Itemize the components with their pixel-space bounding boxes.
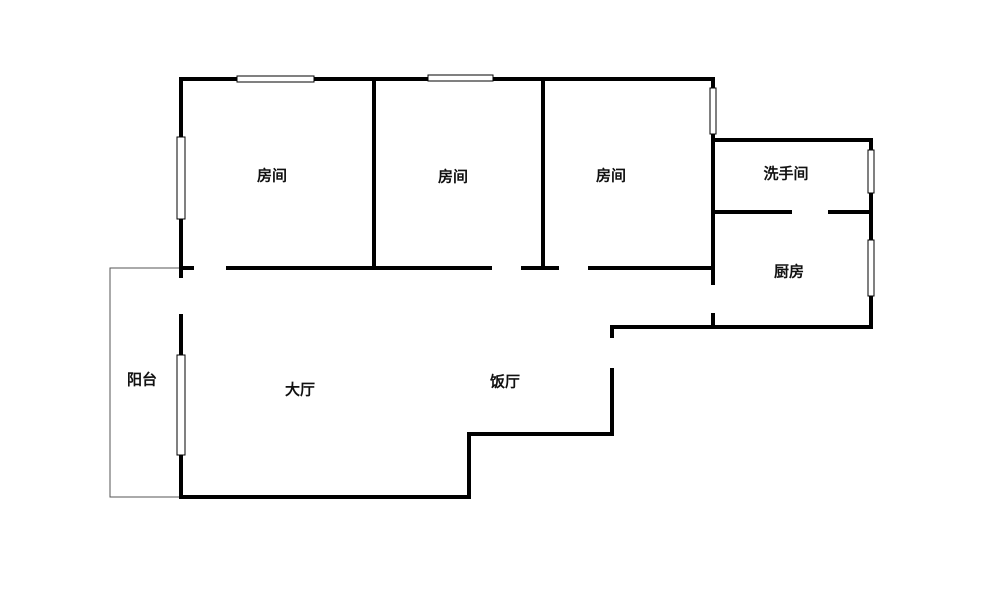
window-icon bbox=[176, 354, 186, 456]
room-label-bedroom-3: 房间 bbox=[595, 166, 627, 185]
windows bbox=[176, 74, 875, 456]
balcony-outline bbox=[109, 267, 181, 498]
window-icon bbox=[867, 149, 875, 194]
room-label-kitchen: 厨房 bbox=[773, 262, 805, 281]
room-label-bedroom-2: 房间 bbox=[437, 167, 469, 186]
room-label-bathroom: 洗手间 bbox=[763, 164, 809, 183]
room-label-bedroom-1: 房间 bbox=[256, 166, 288, 185]
room-label-dining-room: 饭厅 bbox=[489, 372, 521, 391]
window-icon bbox=[427, 74, 494, 82]
window-icon bbox=[709, 87, 717, 135]
wall-bottom bbox=[179, 368, 614, 499]
walls bbox=[179, 77, 873, 499]
room-label-living-room: 大厅 bbox=[284, 380, 316, 399]
window-icon bbox=[867, 239, 875, 297]
window-icon bbox=[236, 75, 315, 83]
window-icon bbox=[176, 136, 186, 220]
room-label-balcony: 阳台 bbox=[126, 370, 158, 389]
